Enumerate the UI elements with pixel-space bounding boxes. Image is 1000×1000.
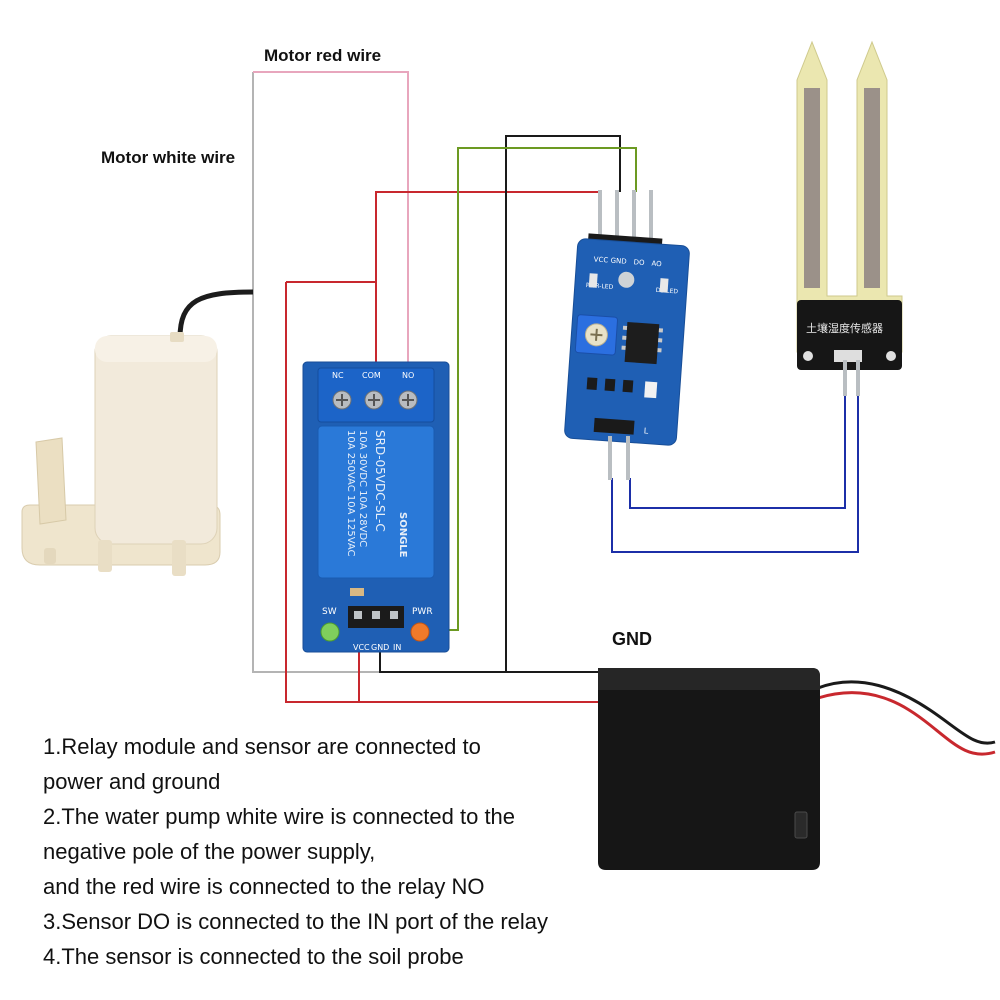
pump-cable (177, 289, 254, 339)
relay-pin-gnd: GND (371, 643, 389, 652)
relay-body (317, 425, 435, 579)
instruction-line: negative pole of the power supply, (43, 839, 376, 864)
relay-brand: SONGLE (397, 512, 408, 558)
sensor-pin-vcc: VCC (593, 255, 608, 264)
sensor-pwr-led-label: PWR-LED (586, 282, 614, 291)
motor-red-wire-label: Motor red wire (264, 46, 382, 65)
relay-rating-2: 10A 30VDC 10A 28VDC (357, 430, 368, 547)
sensor-pin-ao: AO (651, 260, 662, 269)
probe-wire-1 (611, 392, 859, 553)
motor-white-wire-label: Motor white wire (101, 148, 236, 167)
relay-led-label-pwr: PWR (412, 607, 433, 617)
com-to-sensor-vcc-wire (375, 191, 598, 398)
probe-label: 土壤湿度传感器 (806, 321, 883, 335)
terminal-label-com: COM (362, 371, 381, 380)
power-positive-loop-wire (285, 282, 598, 703)
instructions: 1.Relay module and sensor are connected … (43, 729, 548, 974)
relay-pin-vcc: VCC (353, 643, 370, 652)
sensor-comparator-chip (624, 321, 660, 365)
terminal-label-no: NO (402, 371, 414, 380)
sensor-module: VCC GND DO AO PWR-LED D0-LED (564, 190, 690, 480)
instruction-line: and the red wire is connected to the rel… (43, 874, 485, 899)
probe-wire-2 (629, 392, 846, 509)
sensor-pin-do: DO (633, 258, 645, 267)
relay-led-label-sw: SW (322, 607, 337, 617)
relay-pin-in: IN (393, 643, 401, 652)
water-pump (21, 289, 254, 576)
motor-red-wire (253, 71, 409, 398)
relay-model: SRD-05VDC-SL-C (373, 430, 387, 532)
terminal-label-nc: NC (332, 371, 344, 380)
relay-rating-1: 10A 250VAC 10A 125VAC (345, 430, 356, 557)
sensor-pin-side-label: L (644, 426, 650, 435)
instruction-line: 3.Sensor DO is connected to the IN port … (43, 909, 549, 934)
instruction-line: 1.Relay module and sensor are connected … (43, 734, 481, 759)
soil-probe: 土壤湿度传感器 (796, 40, 903, 396)
relay-module: NC COM NO 10A 250VAC 10A 125VAC 10A 30VD… (302, 361, 450, 653)
relay-sw-led (320, 622, 340, 642)
instruction-line: 4.The sensor is connected to the soil pr… (43, 944, 464, 969)
instruction-line: 2.The water pump white wire is connected… (43, 804, 516, 829)
relay-pwr-led (410, 622, 430, 642)
gnd-label: GND (612, 629, 652, 649)
instruction-line: power and ground (43, 769, 221, 794)
ground-main-wire (505, 135, 621, 672)
sensor-pin-gnd: GND (610, 257, 627, 266)
battery-box (598, 668, 996, 870)
